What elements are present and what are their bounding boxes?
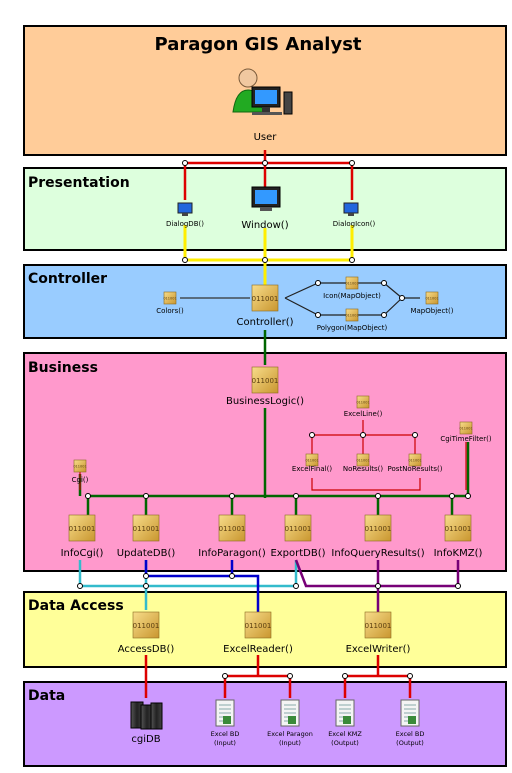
excel-bd-input-file-icon [215, 699, 235, 727]
polygon-mapobject-label: Polygon(MapObject) [317, 324, 388, 332]
excel-bd-output-label-1: Excel BD [396, 730, 425, 738]
svg-text:011001: 011001 [252, 377, 279, 385]
user-label: User [254, 132, 278, 143]
controller-node-label: Controller() [237, 317, 294, 328]
window-label: Window() [241, 220, 288, 231]
cgi-time-filter-label: CgiTimeFilter() [440, 435, 491, 443]
mapobject-label: MapObject() [410, 307, 453, 315]
export-db-label: ExportDB() [270, 548, 325, 559]
controller-label: Controller [28, 271, 107, 287]
excel-final-label: ExcelFinal() [292, 465, 332, 473]
excel-paragon-input-label-2: (Input) [279, 739, 301, 747]
svg-text:011001: 011001 [365, 525, 392, 533]
svg-text:011001: 011001 [459, 427, 472, 431]
svg-text:011001: 011001 [305, 459, 318, 463]
dialog-db-label: DialogDB() [166, 220, 204, 228]
svg-text:011001: 011001 [408, 459, 421, 463]
data-access-label: Data Access [28, 598, 124, 614]
business-logic-module-icon: 011001 [252, 366, 279, 394]
access-db-label: AccessDB() [118, 644, 175, 655]
excel-writer-module-icon: 011001 [365, 611, 392, 639]
access-db-module-icon: 011001 [133, 611, 160, 639]
excel-paragon-input-file-icon [280, 699, 300, 727]
cgi-module-icon: 011001 [73, 459, 87, 473]
red-connector-user [183, 150, 354, 200]
excel-writer-label: ExcelWriter() [346, 644, 411, 655]
update-db-module-icon: 011001 [133, 514, 160, 542]
business-logic-label: BusinessLogic() [226, 396, 304, 407]
spreadsheet-file-icons [215, 699, 420, 727]
svg-text:011001: 011001 [356, 401, 369, 405]
module-icons: 011001 011001 011001 011001 011001 011001 0110… [69, 276, 473, 639]
excel-reader-label: ExcelReader() [223, 644, 293, 655]
user-icon [232, 68, 293, 115]
presentation-label: Presentation [28, 175, 130, 191]
svg-text:011001: 011001 [73, 465, 86, 469]
business-label: Business [28, 360, 98, 376]
data-layer-panel [23, 681, 507, 767]
file-labels: Excel BD (Input) Excel Paragon (Input) E… [211, 730, 425, 747]
excel-line-module-icon: 011001 [356, 395, 370, 409]
post-no-results-module-icon: 011001 [408, 453, 422, 467]
excel-line-label: ExcelLine() [344, 410, 383, 418]
svg-text:011001: 011001 [252, 295, 279, 303]
polygon-mapobject-module-icon: 011001 [345, 308, 359, 322]
svg-text:011001: 011001 [69, 525, 96, 533]
svg-text:011001: 011001 [365, 622, 392, 630]
server-icon [130, 701, 163, 730]
excel-bd-output-file-icon [400, 699, 420, 727]
cgi-db-label: cgiDB [131, 734, 160, 745]
small-labels: Colors() Icon(MapObject) Polygon(MapObje… [72, 292, 492, 484]
info-cgi-label: InfoCgi() [61, 548, 104, 559]
svg-text:011001: 011001 [133, 525, 160, 533]
svg-text:011001: 011001 [245, 622, 272, 630]
svg-text:011001: 011001 [425, 297, 438, 301]
excel-kmz-output-label-2: (Output) [331, 739, 359, 747]
svg-text:011001: 011001 [219, 525, 246, 533]
update-db-label: UpdateDB() [117, 548, 176, 559]
colors-module-icon: 011001 [163, 291, 177, 305]
excel-final-module-icon: 011001 [305, 453, 319, 467]
no-results-label: NoResults() [343, 465, 384, 473]
dialog-icon-label: DialogIcon() [333, 220, 376, 228]
excel-bd-input-label-1: Excel BD [211, 730, 240, 738]
svg-text:011001: 011001 [133, 622, 160, 630]
post-no-results-label: PostNoResults() [388, 465, 443, 473]
monitor-icon [177, 186, 359, 216]
colors-label: Colors() [156, 307, 184, 315]
excel-bd-input-label-2: (Input) [214, 739, 236, 747]
export-db-module-icon: 011001 [285, 514, 312, 542]
icon-mapobject-label: Icon(MapObject) [323, 292, 381, 300]
svg-text:011001: 011001 [356, 459, 369, 463]
excel-paragon-input-label-1: Excel Paragon [267, 730, 313, 738]
excel-kmz-output-label-1: Excel KMZ [328, 730, 362, 738]
info-paragon-label: InfoParagon() [198, 548, 266, 559]
controller-module-icon: 011001 [252, 284, 279, 312]
info-kmz-label: InfoKMZ() [434, 548, 483, 559]
excel-bd-output-label-2: (Output) [396, 739, 424, 747]
mapobject-module-icon: 011001 [425, 291, 439, 305]
cgi-time-filter-module-icon: 011001 [459, 421, 473, 435]
cgi-label: Cgi() [72, 476, 89, 484]
diagram-title: Paragon GIS Analyst [154, 34, 361, 55]
info-query-results-label: InfoQueryResults() [331, 548, 424, 559]
svg-text:011001: 011001 [445, 525, 472, 533]
svg-text:011001: 011001 [285, 525, 312, 533]
excel-reader-module-icon: 011001 [245, 611, 272, 639]
icon-mapobject-module-icon: 011001 [345, 276, 359, 290]
info-cgi-module-icon: 011001 [69, 514, 96, 542]
info-paragon-module-icon: 011001 [219, 514, 246, 542]
data-label: Data [28, 688, 65, 704]
svg-text:011001: 011001 [163, 297, 176, 301]
junction-dots [77, 160, 471, 679]
main-labels: Controller() BusinessLogic() InfoCgi() U… [61, 317, 483, 745]
svg-text:011001: 011001 [345, 282, 358, 286]
info-kmz-module-icon: 011001 [445, 514, 472, 542]
excel-kmz-output-file-icon [335, 699, 355, 727]
info-query-results-module-icon: 011001 [365, 514, 392, 542]
no-results-module-icon: 011001 [356, 453, 370, 467]
svg-text:011001: 011001 [345, 314, 358, 318]
